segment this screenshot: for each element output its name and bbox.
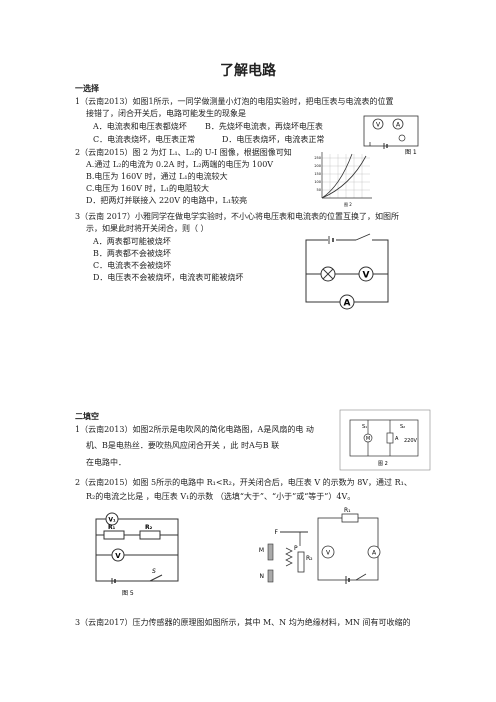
q1-figure-caption: 图 1 bbox=[405, 149, 417, 156]
q1-option-a: A．电流表和电压表都烧坏 bbox=[93, 122, 187, 131]
q2-ytick: 250 bbox=[314, 156, 321, 160]
q1-option-b: B．先烧坏电流表，再烧坏电压表 bbox=[205, 122, 323, 131]
q2-ui-graph-figure: 250 200 150 100 50 图 2 bbox=[314, 152, 372, 207]
q6-r1-label: R₁ bbox=[344, 507, 351, 514]
q4-switch1-label: S₁ bbox=[362, 424, 367, 430]
q4-figure-caption: 图 2 bbox=[378, 461, 388, 467]
q6-pressure-sensor-figure: F M N R₂ P R₁ V A bbox=[259, 507, 381, 584]
q6-force-label: F bbox=[275, 529, 279, 536]
q4-heater-label: A bbox=[395, 436, 399, 442]
q4-circuit-figure: M A S₁ S₂ 220V 图 2 bbox=[339, 409, 431, 471]
q5-r1-label: R₁ bbox=[108, 524, 116, 531]
q3-stem-line2: 示，如果此时将开关闭合，则（ ） bbox=[86, 224, 209, 233]
q7-stem-line1: 3（云南2017）压力传感器的原理图如图所示，其中 M、N 均为绝缘材料，MN … bbox=[75, 618, 411, 627]
q2-option-d: D．把两灯并联接入 220V 的电路中，L₁较亮 bbox=[86, 196, 248, 205]
q4-stem-line1: 1（云南2013）如图2所示是电吹风的简化电路图，A是风扇的电 动 bbox=[75, 425, 314, 434]
q5-figure-caption: 图 5 bbox=[122, 590, 134, 597]
q5-circuit-figure: V₁ R₁ R₂ V S 图 5 bbox=[95, 512, 179, 597]
q4-switch2-label: S₂ bbox=[400, 424, 405, 430]
q6-ammeter-label: A bbox=[372, 550, 377, 557]
q1-circuit-figure: V A 图 1 bbox=[363, 115, 419, 156]
q6-n-label: N bbox=[260, 573, 265, 580]
q2-option-c: C.电压为 160V 时，L₁的电阻较大 bbox=[86, 184, 210, 193]
q1-option-c: C．电流表烧坏，电压表正常 bbox=[93, 135, 196, 144]
q2-figure-caption: 图 2 bbox=[344, 201, 352, 207]
q2-stem: 2（云南2015）图 2 为灯 L₁、L₂的 U-I 图像，根据图像可知 bbox=[75, 148, 292, 157]
section-heading-fill: 二填空 bbox=[75, 411, 99, 421]
q3-voltmeter-icon bbox=[358, 266, 374, 282]
q3-ammeter-letter: A bbox=[344, 299, 351, 309]
q6-m-label: M bbox=[259, 547, 264, 554]
section-heading-choice: 一选择 bbox=[75, 83, 99, 93]
q5-v-label: V bbox=[115, 552, 121, 560]
q3-lamp-icon bbox=[320, 266, 336, 282]
q5-v1-label: V₁ bbox=[108, 517, 116, 524]
q4-voltage-label: 220V bbox=[404, 438, 418, 444]
q3-option-d: D．电压表不会被烧坏，电流表可能被烧坏 bbox=[93, 273, 244, 282]
q2-option-b: B.电压为 160V 时，通过 L₁的电流较大 bbox=[86, 172, 228, 181]
q1-ammeter-letter: A bbox=[396, 122, 401, 129]
q1-stem-line2: 接错了，闭合开关后，电路可能发生的现象是 bbox=[86, 109, 246, 118]
q3-option-a: A．两表都可能被烧坏 bbox=[93, 237, 171, 246]
q2-option-a: A.通过 L₂的电流为 0.2A 时，L₂两端的电压为 100V bbox=[86, 160, 274, 169]
q2-ytick: 50 bbox=[317, 188, 321, 192]
q3-ammeter-icon bbox=[339, 294, 355, 310]
q2-ytick: 150 bbox=[314, 172, 321, 176]
q3-circuit-figure: V A bbox=[305, 233, 389, 310]
q1-option-d: D．电压表烧坏，电流表正常 bbox=[222, 135, 325, 144]
q1-stem-line1: 1（云南2013）如图1所示，一同学做测量小灯泡的电阻实验时，把电压表与电流表的… bbox=[75, 97, 394, 106]
q3-option-c: C．电流表不会被烧坏 bbox=[93, 261, 172, 270]
q3-voltmeter-letter: V bbox=[363, 271, 370, 281]
q6-r2-label: R₂ bbox=[306, 555, 313, 562]
q6-slider-label: P bbox=[294, 545, 298, 552]
q3-option-b: B．两表都不会被烧坏 bbox=[93, 249, 171, 258]
q4-motor-label: M bbox=[366, 436, 370, 442]
q1-voltmeter-letter: V bbox=[376, 122, 381, 129]
q2-ytick: 100 bbox=[314, 180, 321, 184]
q3-stem-line1: 3（云南 2017）小雅同学在做电学实验时，不小心将电压表和电流表的位置互换了，… bbox=[75, 212, 399, 221]
q5-r2-label: R₂ bbox=[145, 524, 153, 531]
page-title: 了解电路 bbox=[220, 63, 276, 79]
q2-curve-l2 bbox=[321, 155, 367, 199]
q5-stem-line2: R₂的电流之比是 ，电压表 V₁的示数 （选填“大于”、“小于”或“等于”）4V… bbox=[86, 492, 356, 501]
q4-stem-line3: 在电路中． bbox=[86, 458, 126, 467]
q5-switch-label: S bbox=[152, 568, 156, 575]
q4-stem-line2: 机、B是电热丝．要吹热风应闭合开关 ，此 时A与B 联 bbox=[86, 441, 280, 450]
q6-voltmeter-label: V bbox=[326, 550, 331, 557]
q2-curve-l1 bbox=[321, 153, 353, 199]
q5-stem-line1: 2（云南2015）如图 5所示的电路中 R₁<R₂，开关闭合后，电压表 V 的示… bbox=[75, 478, 412, 487]
q2-ytick: 200 bbox=[314, 164, 321, 168]
